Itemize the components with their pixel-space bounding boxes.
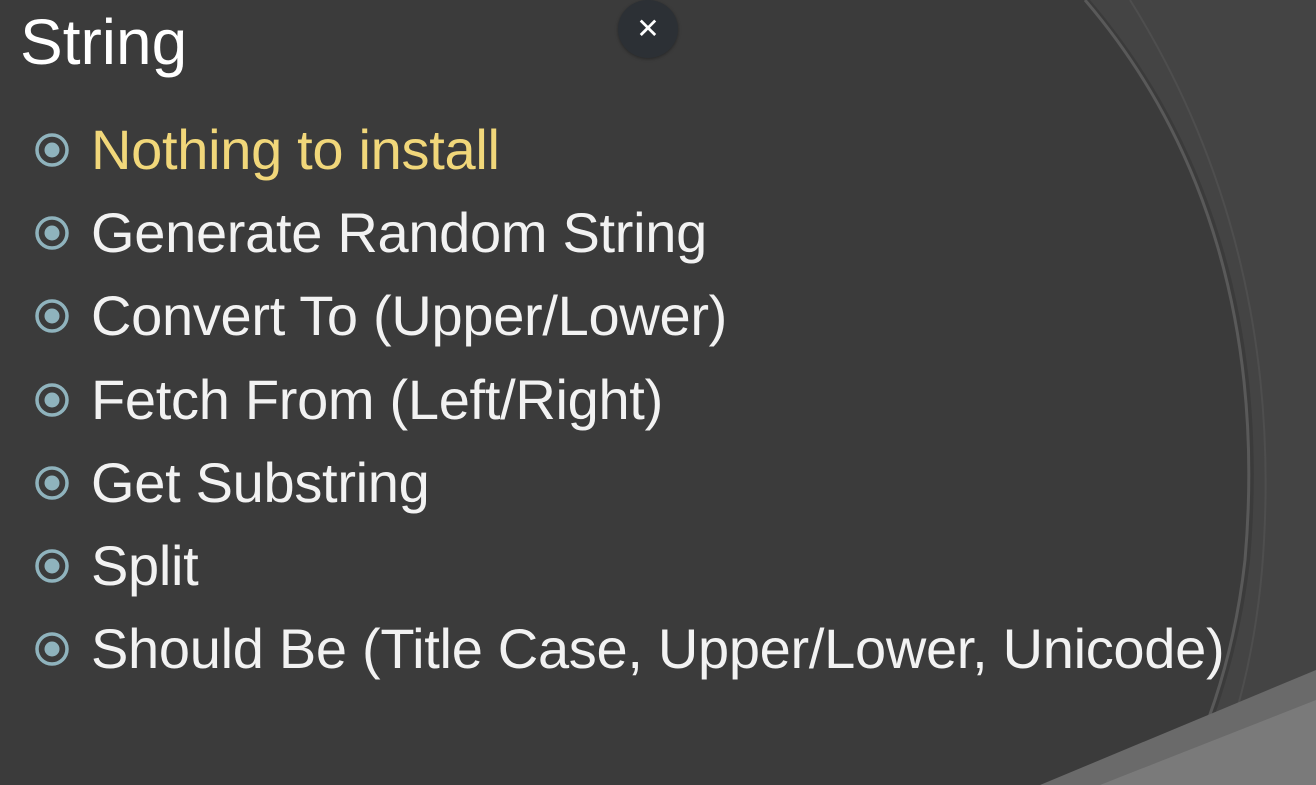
bullet-text: Generate Random String [91,200,707,264]
bullet-item: Should Be (Title Case, Upper/Lower, Unic… [34,608,1225,691]
close-icon: ✕ [636,13,660,44]
bullet-text: Nothing to install [91,117,500,181]
bullet-item: Get Substring [34,441,1224,524]
close-button[interactable]: ✕ [618,0,678,58]
circle-target-icon [35,549,69,583]
bullet-item: Nothing to install [34,108,1224,191]
arc-line-outer [1083,0,1251,785]
corner-shade-light [1100,700,1316,785]
circle-target-icon [35,632,69,667]
bullet-text: Split [91,534,199,598]
circle-target-icon [35,299,69,333]
bullet-text: Should Be (Title Case, Upper/Lower, Unic… [91,617,1225,681]
bullet-text: Fetch From (Left/Right) [91,367,663,431]
bullet-item: Convert To (Upper/Lower) [34,275,1224,358]
bullet-text: Convert To (Upper/Lower) [91,284,728,348]
bullet-item: Split [34,524,1224,607]
circle-target-icon [35,382,69,417]
bullet-text: Get Substring [91,450,430,514]
bullet-item: Generate Random String [34,191,1224,274]
bullet-item: Fetch From (Left/Right) [34,358,1224,441]
slide-title: String [20,6,188,78]
bullet-list: Nothing to install Generate Random Strin… [34,108,1225,691]
circle-target-icon [35,216,69,250]
circle-target-icon [35,132,69,167]
circle-target-icon [35,466,69,500]
